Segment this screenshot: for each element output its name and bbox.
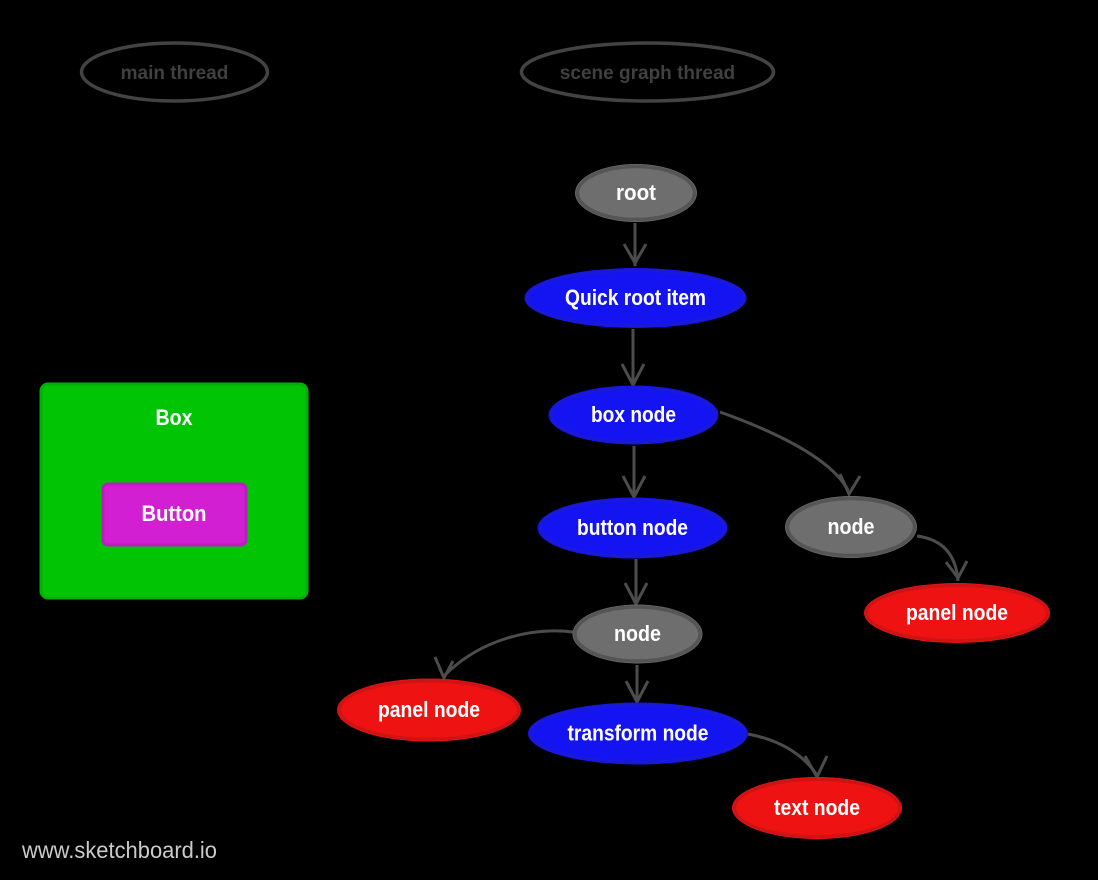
svg-text:scene graph thread: scene graph thread <box>560 63 735 84</box>
svg-text:transform node: transform node <box>568 721 709 746</box>
svg-text:main thread: main thread <box>121 63 229 84</box>
svg-text:root: root <box>616 180 657 205</box>
svg-text:node: node <box>614 621 661 646</box>
svg-text:Box: Box <box>156 405 194 430</box>
svg-text:Button: Button <box>142 501 207 526</box>
svg-text:button node: button node <box>577 515 688 540</box>
svg-text:node: node <box>828 514 875 539</box>
svg-text:text node: text node <box>774 795 860 820</box>
svg-text:panel node: panel node <box>906 600 1008 625</box>
svg-text:box node: box node <box>591 402 676 427</box>
svg-text:panel node: panel node <box>378 697 480 722</box>
svg-text:www.sketchboard.io: www.sketchboard.io <box>21 837 217 863</box>
svg-text:Quick root item: Quick root item <box>565 285 706 310</box>
